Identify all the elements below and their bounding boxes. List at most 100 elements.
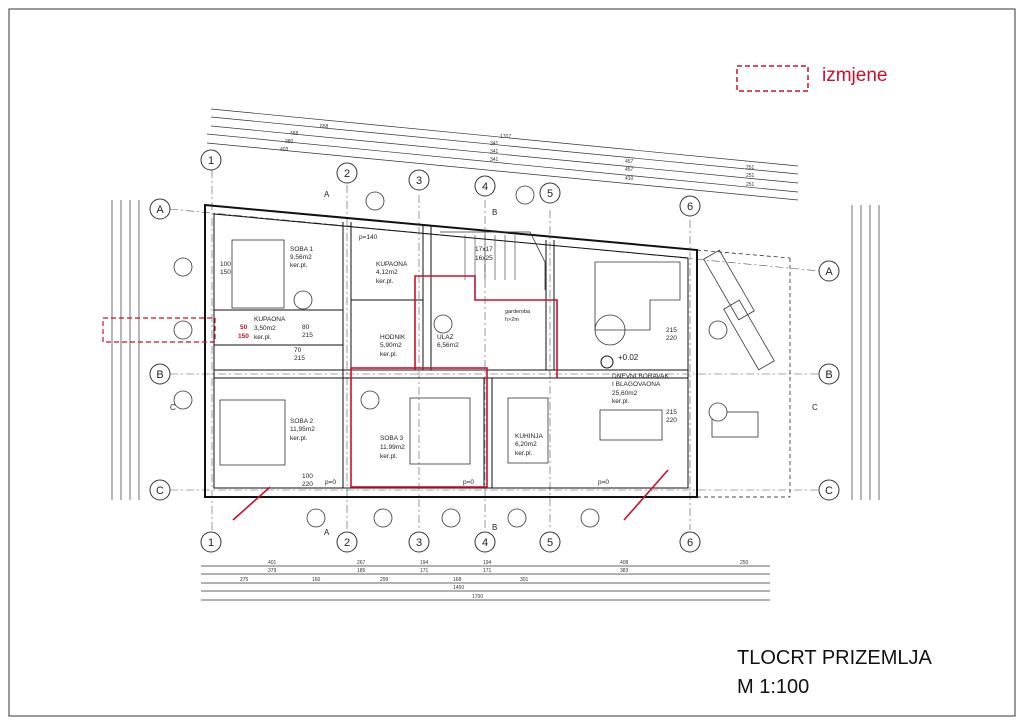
room-name: ULAZ	[437, 334, 454, 341]
room-area: 4,12m2	[376, 269, 398, 276]
svg-text:100: 100	[220, 261, 231, 268]
grid-bubble-A-left: A	[149, 198, 171, 220]
dim-bottom-4: 408	[620, 560, 629, 566]
dim-bottom-12: 160	[312, 577, 321, 583]
svg-text:1: 1	[208, 537, 214, 549]
dim-top-13: 251	[746, 182, 755, 188]
grid-bubble-A-right: A	[818, 260, 840, 282]
svg-text:2: 2	[344, 537, 350, 549]
room-labels: SOBA 1 9,56m2 ker.pl. KUPAONA 4,12m2 ker…	[254, 246, 669, 460]
room-name: SOBA 2	[290, 418, 314, 425]
wardrobe-label: garderoba	[505, 309, 531, 315]
svg-text:3: 3	[416, 175, 422, 187]
coffee-table	[594, 314, 626, 346]
side-dimension-lines	[111, 200, 880, 500]
dim-bottom-13: 299	[380, 577, 389, 583]
sun-lounger	[723, 299, 775, 371]
dim-top-8: 457	[625, 159, 634, 165]
dining-table	[599, 409, 663, 441]
room-area: 25,60m2	[612, 390, 638, 397]
legend-label: izmjene	[822, 65, 888, 86]
sill-label: p=0	[325, 479, 336, 486]
svg-text:2: 2	[344, 168, 350, 180]
sill-label: p=0	[463, 479, 474, 486]
svg-text:6: 6	[687, 201, 693, 213]
dim-bottom-11: 275	[240, 577, 249, 583]
dim-bottom-0: 401	[268, 560, 277, 566]
sill-label: p=140	[359, 234, 378, 241]
dim-top-3: 380	[285, 139, 294, 145]
svg-text:80: 80	[302, 324, 310, 331]
grid-bubble-2: 2	[336, 162, 358, 184]
grid-bubble-C-right: C	[818, 479, 840, 501]
annotations: 17x17 16x25 garderoba h>2m p=0 p=0 p=0 p…	[220, 234, 677, 488]
dim-bottom-7: 185	[357, 568, 366, 574]
section-mark-C: C	[812, 403, 818, 412]
room-area: 5,90m2	[380, 342, 402, 349]
room-area: 3,50m2	[254, 325, 276, 332]
bed-soba-1	[231, 239, 285, 309]
svg-text:3: 3	[416, 537, 422, 549]
dim-top-4: 403	[280, 147, 289, 153]
svg-text:1: 1	[208, 155, 214, 167]
svg-text:220: 220	[666, 335, 677, 342]
room-name: SOBA 1	[290, 246, 314, 253]
dim-bottom-17: 1700	[472, 594, 483, 600]
svg-text:A: A	[825, 266, 833, 278]
bottom-dimension-lines	[201, 565, 770, 601]
svg-text:B: B	[825, 369, 832, 381]
section-marks: A A B B C C	[170, 190, 818, 537]
dim-top-10: 410	[625, 176, 634, 182]
room-name: I BLAGOVAONA	[612, 381, 661, 388]
section-mark-B: B	[492, 208, 497, 217]
dim-bottom-9: 171	[483, 568, 492, 574]
svg-text:C: C	[156, 485, 164, 497]
grid-bubble-B-right: B	[818, 363, 840, 385]
room-floor: ker.pl.	[515, 450, 533, 457]
grid-bubble-4: 4	[474, 175, 496, 197]
dim-top-2: 468	[290, 131, 299, 137]
section-mark-B: B	[492, 523, 497, 532]
svg-text:70: 70	[294, 347, 302, 354]
grid-bubble-6-bottom: 6	[679, 531, 701, 553]
level-label: +0.02	[618, 353, 639, 362]
room-name: KUPAONA	[376, 261, 408, 268]
svg-text:215: 215	[666, 409, 677, 416]
axis-lines	[169, 170, 821, 530]
room-name: SOBA 3	[380, 435, 404, 442]
changed-dimension: 50	[240, 324, 248, 331]
grid-bubbles: 1 2 3 4 5 6 1 2 3 4 5 6 A B C A B C	[149, 149, 840, 553]
room-floor: ker.pl.	[254, 334, 272, 341]
dim-bottom-6: 379	[268, 568, 277, 574]
svg-text:C: C	[825, 485, 833, 497]
sun-lounger	[703, 249, 755, 321]
room-circles	[173, 185, 728, 528]
change-regions	[102, 275, 669, 521]
stairs	[440, 231, 546, 290]
dim-top-9: 457	[625, 167, 634, 173]
bed-soba-3	[409, 397, 471, 465]
level-marker-icon	[600, 355, 614, 369]
room-name: KUHINJA	[515, 433, 543, 440]
room-floor: ker.pl.	[380, 453, 398, 460]
room-floor: ker.pl.	[380, 351, 398, 358]
dim-bottom-2: 194	[420, 560, 429, 566]
bed-soba-2	[219, 399, 286, 466]
grid-bubble-5: 5	[539, 182, 561, 204]
grid-bubble-3-bottom: 3	[408, 531, 430, 553]
dim-top-7: 341	[490, 157, 499, 163]
grid-bubble-4-bottom: 4	[474, 531, 496, 553]
svg-text:5: 5	[547, 537, 553, 549]
room-floor: ker.pl.	[290, 262, 308, 269]
svg-text:4: 4	[482, 537, 488, 549]
room-area: 6,20m2	[515, 441, 537, 448]
svg-text:A: A	[156, 204, 164, 216]
walls	[204, 203, 791, 498]
terrace-table	[711, 411, 759, 438]
grid-bubble-B-left: B	[149, 363, 171, 385]
dim-bottom-8: 171	[420, 568, 429, 574]
room-area: 9,56m2	[290, 254, 312, 261]
room-floor: ker.pl.	[612, 398, 630, 405]
dim-bottom-15: 301	[520, 577, 529, 583]
